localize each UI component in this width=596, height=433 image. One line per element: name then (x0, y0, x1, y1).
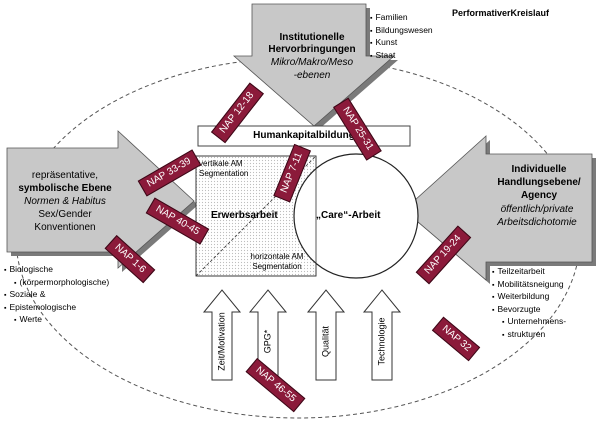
list-item: Weiterbildung (492, 291, 566, 304)
vertical-segmentation-text: vertikale AM Segmentation (199, 159, 249, 178)
top-list: Familien Bildungswesen Kunst Staat (370, 12, 433, 63)
top-box-sub-1: Mikro/Makro/Meso (270, 57, 354, 68)
arrow-label-zeit: Zeit/Motivation (216, 312, 227, 371)
list-item: Unternehmens- (492, 316, 566, 329)
list-item: Familien (370, 12, 433, 25)
horizontal-segmentation-label: horizontale AM Segmentation (240, 252, 314, 272)
diagram-title: PerformativerKreislauf (452, 8, 550, 18)
erwerbsarbeit-label: Erwerbsarbeit (211, 210, 278, 221)
list-item: Bildungswesen (370, 25, 432, 38)
left-box-line-5: Konventionen (34, 222, 96, 233)
right-box-line-5: Arbeitsdichotomie (497, 217, 577, 228)
up-arrow-2 (248, 289, 288, 381)
list-item: Epistemologische (4, 302, 109, 315)
right-box-line-2: Handlungsebene/ (497, 177, 581, 188)
right-box-line-3: Agency (520, 190, 558, 201)
arrow-label-qualitaet: Qualität (320, 325, 331, 358)
right-list: Teilzeitarbeit Mobilitätsneigung Weiterb… (492, 266, 566, 341)
list-item: strukturen (492, 329, 566, 342)
care-label: „Care“-Arbeit (316, 210, 381, 221)
left-box-line-4: Sex/Gender (38, 209, 92, 220)
list-item: Bevorzugte (492, 304, 566, 317)
humankapital-label: Humankapitalbildung (253, 130, 355, 141)
list-item: Werte (4, 314, 109, 327)
list-item: (körpermorphologische) (4, 277, 109, 290)
up-arrow-3 (306, 289, 346, 381)
horizontal-segmentation-text: horizontale AM Segmentation (250, 252, 304, 271)
list-item-text: Werte (19, 314, 43, 324)
list-item: Soziale & (4, 289, 109, 302)
top-box-title-1: Institutionelle (279, 32, 345, 43)
vertical-segmentation-label: vertikale AM Segmentation (199, 159, 275, 179)
left-box-line-2: symbolische Ebene (18, 183, 112, 194)
left-list: Biologische (körpermorphologische) Sozia… (4, 264, 109, 327)
list-item-text: strukturen (507, 328, 546, 339)
arrow-label-technologie: Technologie (376, 317, 387, 366)
list-item: Biologische (4, 264, 109, 277)
list-item: Kunst (370, 37, 433, 50)
up-arrow-4 (362, 289, 402, 381)
top-box-sub-2: -ebenen (293, 70, 331, 81)
care-circle (293, 153, 419, 279)
left-box-line-3: Normen & Habitus (24, 196, 106, 207)
list-item: Teilzeitarbeit (492, 266, 566, 279)
list-item: Staat (370, 50, 433, 63)
top-box-title-2: Hervorbringungen (268, 44, 356, 55)
list-item-text: (körpermorphologische) (19, 276, 110, 287)
right-box-line-4: öffentlich/private (500, 204, 574, 215)
list-item-text: Unternehmens- (507, 316, 567, 326)
up-arrow-1 (202, 289, 242, 381)
left-arrow (6, 130, 195, 269)
bottom-arrows (202, 289, 402, 381)
left-box-line-1: repräsentative, (31, 170, 99, 181)
right-box-line-1: Individuelle (511, 164, 567, 175)
top-arrow (232, 3, 396, 127)
list-item: Mobilitätsneigung (492, 279, 566, 292)
